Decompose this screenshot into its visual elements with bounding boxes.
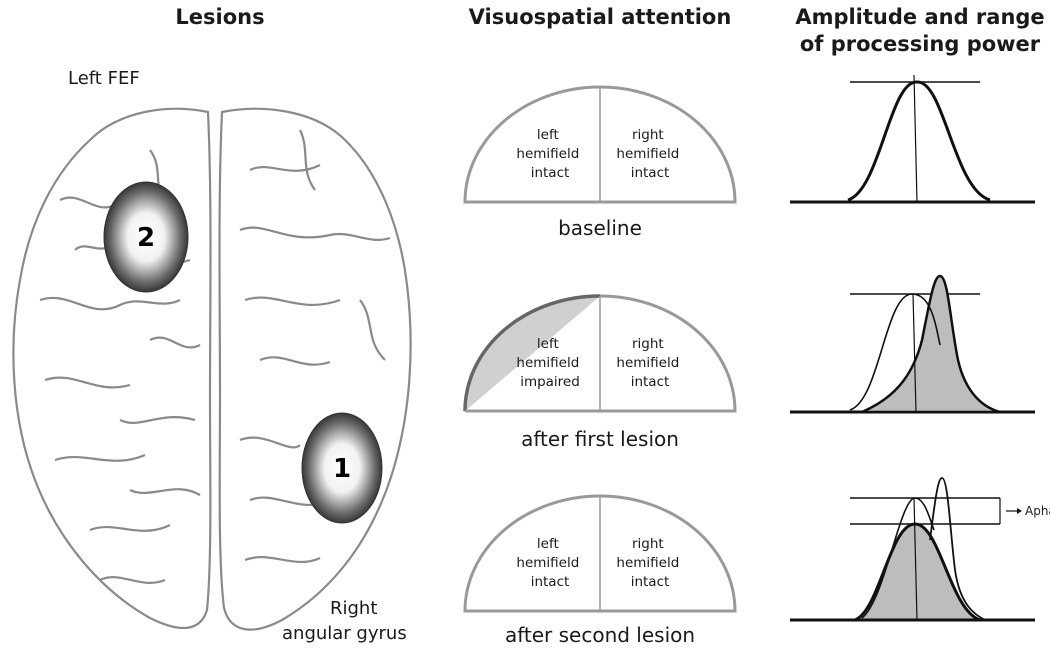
hemi-1-left-2: hemifield [516, 355, 579, 371]
hemi-2-left-2: hemifield [516, 555, 579, 571]
hemi-0-right-2: hemifield [616, 146, 679, 162]
curve-baseline [790, 74, 1035, 204]
svg-text:right hemifield: right hemifield intact [616, 536, 683, 590]
hemi-1-left-3: impaired [520, 374, 580, 390]
caption-after-second-lesion: after second lesion [504, 623, 696, 647]
hemi-1-right-3: intact [631, 374, 670, 390]
hemi-2-left-1: left [537, 536, 559, 552]
left-fef-label: Left FEF [68, 68, 140, 89]
caption-baseline: baseline [558, 216, 642, 240]
hemi-0-left-3: intact [531, 165, 570, 181]
aphasia-label: Aphasia [1025, 504, 1050, 518]
lesion-1-number: 1 [333, 454, 351, 484]
svg-text:right hemifield: right hemifield intact [616, 336, 683, 390]
hemi-0-right-3: intact [631, 165, 670, 181]
hemi-2-right-2: hemifield [616, 555, 679, 571]
hemifield-baseline: left hemifield intact right hemifield in… [463, 85, 737, 204]
curve-after-second-lesion [790, 477, 1035, 622]
lesion-1-marker [301, 412, 383, 524]
left-hemisphere [12, 107, 212, 630]
hemi-1-right-1: right [632, 336, 664, 352]
hemi-1-left-1: left [537, 336, 559, 352]
lesion-2-marker [103, 181, 189, 293]
hemi-2-right-3: intact [631, 574, 670, 590]
lesion-2-number: 2 [137, 223, 155, 253]
lesions-heading: Lesions [175, 5, 265, 29]
hemi-2-left-3: intact [531, 574, 570, 590]
curve-after-first-lesion [790, 274, 1035, 414]
hemi-1-right-2: hemifield [616, 355, 679, 371]
caption-after-first-lesion: after first lesion [521, 427, 679, 451]
amplitude-heading: Amplitude and range of processing power [785, 4, 1050, 58]
angular-gyrus-label: angular gyrus [282, 623, 407, 644]
svg-text:right hemifield in: right hemifield intact [616, 127, 683, 181]
brain-illustration [12, 107, 412, 631]
svg-text:left hemifield: left hemifield impaired [516, 336, 583, 390]
hemi-0-left-2: hemifield [516, 146, 579, 162]
svg-text:left hemifield: left hemifield intact [516, 536, 583, 590]
hemifield-after-second-lesion: left hemifield intact right hemifield in… [463, 494, 737, 613]
svg-text:left hemifield int: left hemifield intact [516, 127, 583, 181]
hemi-0-left-1: left [537, 127, 559, 143]
visuospatial-heading: Visuospatial attention [468, 5, 732, 29]
hemi-0-right-1: right [632, 127, 664, 143]
amplitude-heading-line2: of processing power [799, 32, 1041, 56]
right-label: Right [330, 598, 378, 619]
hemi-2-right-1: right [632, 536, 664, 552]
hemifield-after-first-lesion: left hemifield impaired right hemifield … [463, 294, 737, 413]
amplitude-heading-line1: Amplitude and range [795, 5, 1045, 29]
right-hemisphere [218, 107, 412, 631]
